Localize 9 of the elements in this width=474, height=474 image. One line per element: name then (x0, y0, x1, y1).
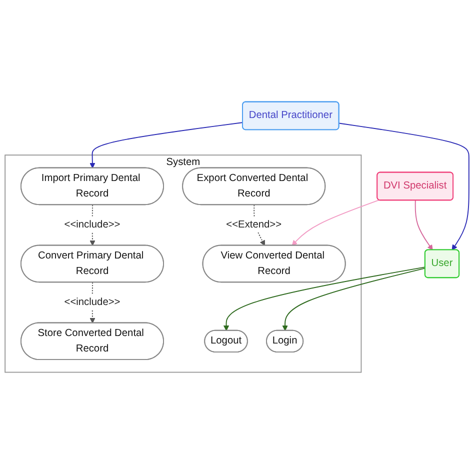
arrow (338, 122, 470, 250)
arrow (282, 268, 426, 331)
arrow (292, 200, 380, 246)
edge-label: <<include>> (64, 219, 120, 230)
arrow (90, 122, 244, 168)
arrow (414, 200, 433, 250)
edge-label: <<include>> (64, 296, 120, 308)
edge-label: <<Extend>> (226, 219, 282, 230)
arrow (224, 266, 426, 331)
